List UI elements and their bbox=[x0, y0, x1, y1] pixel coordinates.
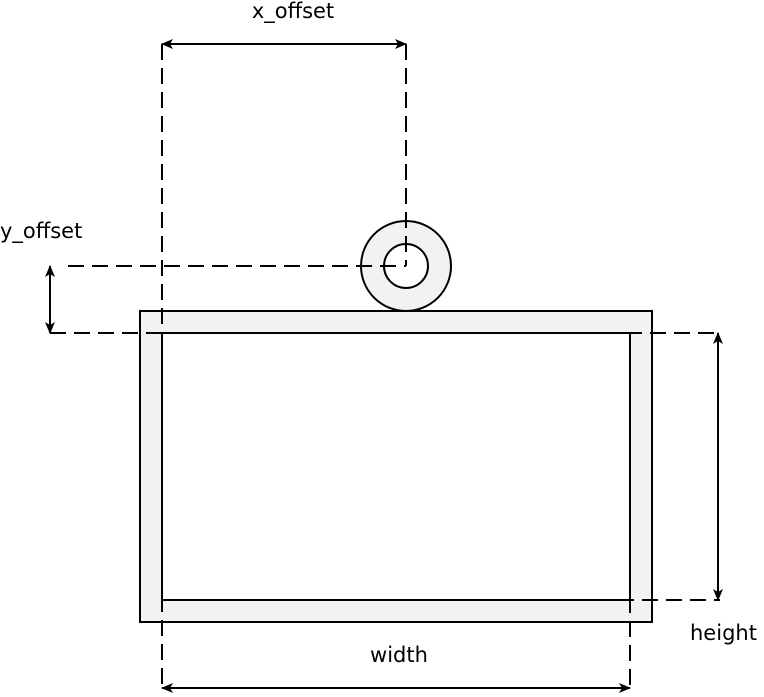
y-offset-label: y_offset bbox=[0, 219, 82, 244]
height-label: height bbox=[690, 621, 757, 645]
ring bbox=[359, 220, 453, 312]
frame-border bbox=[139, 310, 653, 623]
dimension-arrows bbox=[45, 39, 723, 693]
width-label: width bbox=[370, 643, 428, 667]
x-offset-label: x_offset bbox=[252, 0, 334, 24]
guide-lines bbox=[50, 44, 720, 690]
labels: x_offset y_offset width height bbox=[0, 0, 757, 667]
ring-body bbox=[359, 220, 453, 312]
frame bbox=[139, 310, 653, 623]
